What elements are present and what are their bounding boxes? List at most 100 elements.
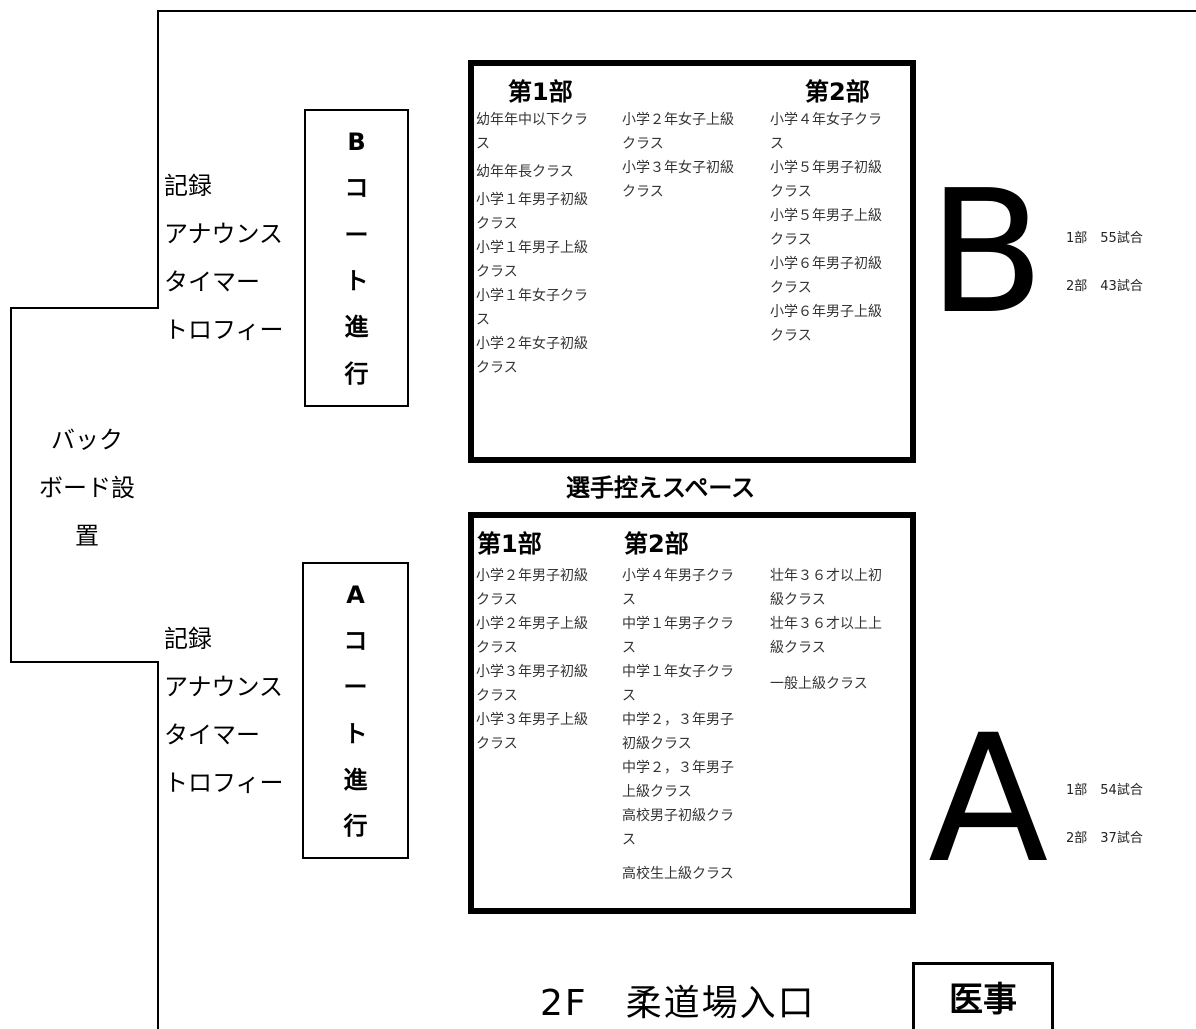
court-b-count-part2: 2部 43試合	[1066, 279, 1143, 294]
class-line: 幼年年中以下クラ	[476, 112, 588, 128]
class-line: クラス	[476, 640, 518, 656]
backboard-line: 置	[75, 522, 99, 550]
progress-char: コ	[343, 627, 368, 656]
class-line: ス	[476, 136, 490, 152]
court-a-class-col1: 小学２年男子初級 クラス 小学２年男子上級 クラス 小学３年男子初級 クラス 小…	[476, 564, 588, 756]
class-line: 小学５年男子初級	[770, 160, 882, 176]
class-line: クラス	[476, 592, 518, 608]
class-line: ス	[622, 832, 636, 848]
backboard-line: バック	[51, 426, 123, 454]
court-a-class-col2: 小学４年男子クラ ス 中学１年男子クラ ス 中学１年女子クラ ス 中学２，３年男…	[622, 564, 734, 886]
court-a-area	[468, 512, 916, 914]
entrance-label: 2F 柔道場入口	[540, 983, 816, 1024]
class-line: クラス	[770, 184, 812, 200]
role-timer: タイマー	[164, 721, 260, 749]
class-line: 幼年年長クラス	[476, 164, 574, 180]
main-wall-top	[157, 10, 1196, 12]
backboard-box	[10, 307, 159, 663]
class-line: クラス	[770, 328, 812, 344]
class-line	[770, 660, 882, 672]
class-line: クラス	[476, 688, 518, 704]
court-a-progress-box: A コ ー ト 進 行	[302, 562, 409, 859]
class-line: 小学４年女子クラ	[770, 112, 882, 128]
class-line: クラス	[476, 360, 518, 376]
class-line: 中学２，３年男子	[622, 760, 734, 776]
class-line: 中学１年女子クラ	[622, 664, 734, 680]
court-b-area	[468, 60, 916, 463]
court-b-progress-box: B コ ー ト 進 行	[304, 109, 409, 407]
class-line: ス	[770, 136, 784, 152]
class-line: 級クラス	[770, 640, 826, 656]
class-line: 小学３年男子上級	[476, 712, 588, 728]
class-line: 小学３年女子初級	[622, 160, 734, 176]
court-b-letter: B	[928, 154, 1045, 352]
class-line: 小学２年女子上級	[622, 112, 734, 128]
class-line: 小学２年女子初級	[476, 336, 588, 352]
class-line: クラス	[622, 136, 664, 152]
class-line: 小学３年男子初級	[476, 664, 588, 680]
class-line: 小学４年男子クラ	[622, 568, 734, 584]
court-a-count-part2: 2部 37試合	[1066, 831, 1143, 846]
progress-char: B	[347, 128, 366, 157]
court-b-class-col2: 小学２年女子上級 クラス 小学３年女子初級 クラス	[622, 108, 734, 204]
class-line: ス	[622, 688, 636, 704]
progress-char: 行	[344, 359, 369, 388]
class-line: 中学２，３年男子	[622, 712, 734, 728]
progress-char: 行	[343, 811, 368, 840]
class-line: 上級クラス	[622, 784, 692, 800]
class-line	[622, 852, 734, 862]
class-line: 壮年３６才以上上	[770, 616, 882, 632]
court-a-letter: A	[928, 697, 1049, 902]
role-announce: アナウンス	[164, 673, 284, 701]
court-a-part2-label: 第2部	[624, 530, 689, 558]
class-line: 高校男子初級クラ	[622, 808, 734, 824]
class-line: クラス	[770, 280, 812, 296]
class-line: ス	[622, 640, 636, 656]
court-b-class-col3: 小学４年女子クラ ス 小学５年男子初級 クラス 小学５年男子上級 クラス 小学６…	[770, 108, 882, 348]
class-line: クラス	[622, 184, 664, 200]
progress-char: 進	[343, 765, 368, 794]
role-trophy: トロフィー	[164, 316, 284, 344]
progress-char: ト	[343, 719, 368, 748]
class-line: 小学６年男子上級	[770, 304, 882, 320]
court-a-class-col3: 壮年３６才以上初 級クラス 壮年３６才以上上 級クラス 一般上級クラス	[770, 564, 882, 696]
class-line: 高校生上級クラス	[622, 866, 734, 882]
class-line: 小学６年男子初級	[770, 256, 882, 272]
court-b-roles: 記録 アナウンス タイマー トロフィー	[164, 162, 284, 354]
class-line: ス	[476, 312, 490, 328]
class-line: 壮年３６才以上初	[770, 568, 882, 584]
role-announce: アナウンス	[164, 220, 284, 248]
court-b-part2-label: 第2部	[805, 78, 870, 106]
waiting-space-label: 選手控えスペース	[566, 474, 756, 502]
class-line: 小学２年男子上級	[476, 616, 588, 632]
class-line: クラス	[770, 232, 812, 248]
backboard-line: ボード設	[39, 474, 135, 502]
medical-box	[912, 962, 1054, 1029]
role-record: 記録	[164, 172, 212, 200]
role-trophy: トロフィー	[164, 769, 284, 797]
role-timer: タイマー	[164, 268, 260, 296]
court-a-count-part1: 1部 54試合	[1066, 783, 1143, 798]
court-a-part1-label: 第1部	[477, 530, 542, 558]
class-line: 小学５年男子上級	[770, 208, 882, 224]
class-line: 小学１年女子クラ	[476, 288, 588, 304]
class-line: クラス	[476, 216, 518, 232]
court-b-part1-label: 第1部	[508, 78, 573, 106]
class-line: ス	[622, 592, 636, 608]
class-line: クラス	[476, 264, 518, 280]
court-b-class-col1: 幼年年中以下クラ ス 幼年年長クラス 小学１年男子初級 クラス 小学１年男子上級…	[476, 108, 588, 380]
progress-char: ト	[344, 267, 369, 296]
progress-char: A	[346, 581, 365, 610]
class-line: 小学１年男子上級	[476, 240, 588, 256]
class-line: 級クラス	[770, 592, 826, 608]
class-line: 小学２年男子初級	[476, 568, 588, 584]
progress-char: ー	[343, 673, 368, 702]
progress-char: コ	[344, 174, 369, 203]
class-line: 一般上級クラス	[770, 676, 868, 692]
court-b-count-part1: 1部 55試合	[1066, 231, 1143, 246]
class-line: クラス	[476, 736, 518, 752]
progress-char: 進	[344, 313, 369, 342]
court-a-roles: 記録 アナウンス タイマー トロフィー	[164, 615, 284, 807]
class-line: 初級クラス	[622, 736, 692, 752]
backboard-label: バック ボード設 置	[22, 416, 152, 560]
